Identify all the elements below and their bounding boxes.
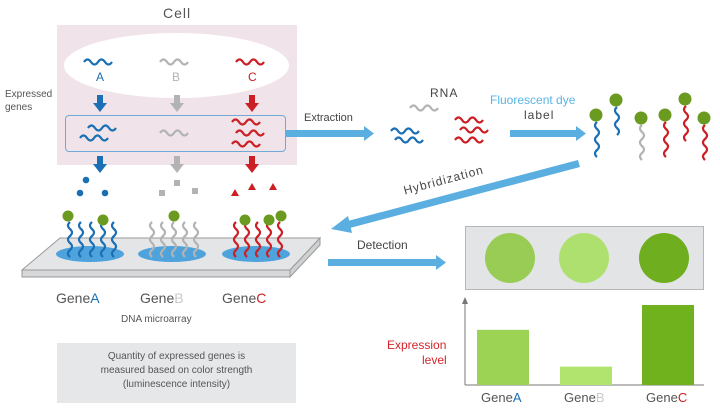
- gene-letter: A: [90, 290, 100, 306]
- microarray-gene-a: GeneA: [56, 290, 100, 306]
- gene-prefix: Gene: [564, 390, 596, 405]
- detection-spot-a: [485, 233, 535, 283]
- arrow-down-b-2: [170, 156, 184, 173]
- nucleus-ellipse: [64, 33, 289, 98]
- fragments-a: [76, 176, 109, 197]
- gene-prefix: Gene: [56, 290, 91, 306]
- hybridization-arrow: [331, 160, 580, 233]
- detection-spot-c: [639, 233, 689, 283]
- chart-ylabel-1: Expression: [387, 338, 447, 352]
- fluorescent-label-2: label: [524, 108, 555, 122]
- microarray-gene-c: GeneC: [222, 290, 266, 306]
- gene-letter: B: [595, 390, 605, 405]
- detection-spot-b: [559, 233, 609, 283]
- gene-letter-a: A: [96, 70, 105, 84]
- gene-letter: C: [256, 290, 267, 306]
- chart-xtick-c: GeneC: [646, 390, 687, 405]
- chart-xtick-a: GeneA: [481, 390, 521, 405]
- chart-xtick-b: GeneB: [564, 390, 604, 405]
- arrow-down-a-2: [93, 156, 107, 173]
- probes-b: [148, 210, 200, 259]
- note-line-1: Quantity of expressed genes is: [107, 351, 246, 362]
- probes-a: [62, 210, 118, 259]
- fragments-c: [231, 183, 277, 196]
- gene-letter: B: [174, 290, 184, 306]
- arrow-down-c-1: [245, 95, 259, 112]
- gene-prefix: Gene: [222, 290, 257, 306]
- cell-title: Cell: [163, 5, 192, 21]
- arrow-down-c-2: [245, 156, 259, 173]
- arrow-down-a-1: [93, 95, 107, 112]
- gene-letter-b: B: [172, 70, 181, 84]
- arrow-down-b-1: [170, 95, 184, 112]
- fluorescent-label-1: Fluorescent dye: [490, 93, 576, 107]
- detection-arrow: [328, 255, 446, 270]
- note-line-3: (luminescence intensity): [122, 379, 231, 390]
- labeled-rna: [589, 92, 711, 162]
- rna-label: RNA: [430, 86, 459, 100]
- gene-letter: C: [677, 390, 688, 405]
- expressed-genes-label-2: genes: [5, 102, 33, 113]
- chart-ylabel-2: level: [422, 353, 447, 367]
- extraction-arrow: [286, 126, 374, 141]
- microarray-gene-b: GeneB: [140, 290, 184, 306]
- gene-letter-c: C: [248, 70, 257, 84]
- bar-gene-a: [477, 329, 529, 385]
- fragments-b: [159, 180, 198, 196]
- labeling-arrow: [510, 126, 586, 141]
- dna-microarray-label: DNA microarray: [121, 314, 192, 325]
- bar-gene-b: [560, 366, 612, 385]
- gene-prefix: Gene: [481, 390, 513, 405]
- extraction-label: Extraction: [304, 112, 353, 124]
- note-line-2: measured based on color strength: [100, 365, 253, 376]
- detection-label: Detection: [357, 238, 408, 252]
- probes-c: [232, 210, 287, 259]
- gene-letter: A: [512, 390, 522, 405]
- gene-prefix: Gene: [646, 390, 678, 405]
- gene-prefix: Gene: [140, 290, 175, 306]
- note-box: [57, 343, 296, 403]
- bar-gene-c: [642, 305, 694, 385]
- expressed-genes-label-1: Expressed: [5, 89, 53, 100]
